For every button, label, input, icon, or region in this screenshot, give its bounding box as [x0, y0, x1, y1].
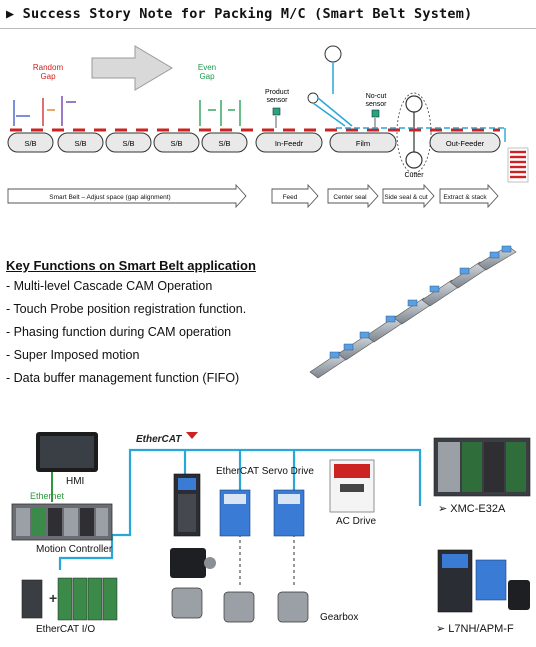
film-roll-icon: [324, 45, 342, 63]
stage-label-2: Feed: [283, 194, 298, 201]
svg-text:S/B: S/B: [74, 139, 86, 148]
svg-text:Gap: Gap: [40, 72, 56, 81]
sb-belt-5: S/B: [201, 132, 248, 153]
servo-drive-label: EtherCAT Servo Drive: [216, 466, 314, 477]
nocut-sensor-icon: [371, 109, 380, 118]
page-title: ▶ Success Story Note for Packing M/C (Sm…: [6, 6, 473, 22]
sb-belt-4: S/B: [153, 132, 200, 153]
hmi-icon: [36, 432, 98, 472]
smart-belt-illustration: [309, 245, 517, 379]
even-gap-arrows: [199, 100, 241, 126]
gearbox-icon: [171, 587, 309, 623]
even-gap-label: Even: [198, 63, 216, 72]
svg-text:S/B: S/B: [218, 139, 230, 148]
flow-arrow-icon: [91, 45, 173, 91]
product-label-xmc: ➢ XMC-E32A: [438, 503, 506, 515]
motion-controller-label: Motion Controller: [36, 544, 113, 555]
infeeder-belt: In-Feedr: [255, 132, 323, 153]
motor-cables: [185, 534, 295, 588]
ac-drive-label: AC Drive: [336, 516, 377, 527]
cutter-zone: [396, 92, 432, 174]
product-sensor-label: Product: [265, 89, 289, 96]
belt-segments: S/B S/B S/B S/B S/B In-Feedr Film Out-F: [7, 132, 501, 153]
stage-label-3: Center seal: [333, 194, 367, 201]
ac-drive-icon: [329, 459, 375, 513]
product-sensor-icon: [272, 107, 281, 116]
product-packages: [329, 245, 512, 359]
sb-belt-2: S/B: [57, 132, 104, 153]
ethercat-cable: [58, 448, 422, 570]
stage-label-5: Extract & stack: [443, 194, 487, 201]
stage-label-4: Side seal & cut: [384, 194, 428, 201]
title-divider: [0, 28, 536, 29]
product-label-l7nh: ➢ L7NH/APM-F: [436, 623, 514, 635]
svg-text:sensor: sensor: [266, 97, 288, 104]
l7nh-apm-f-image: [437, 549, 530, 613]
sb-belt-3: S/B: [105, 132, 152, 153]
nocut-sensor-label: No-cut: [366, 93, 387, 100]
stage-label-1: Smart Belt – Adjust space (gap alignment…: [49, 194, 170, 201]
xmc-e32a-image: [433, 437, 531, 497]
svg-text:S/B: S/B: [170, 139, 182, 148]
svg-text:Out-Feeder: Out-Feeder: [446, 139, 485, 148]
key-function-item: - Phasing function during CAM operation: [6, 325, 232, 339]
svg-text:Film: Film: [356, 139, 370, 148]
system-architecture-diagram: EtherCAT +: [11, 432, 531, 623]
gearbox-label: Gearbox: [320, 612, 359, 623]
servo-drive-large-icon: [173, 473, 201, 537]
motion-controller-icon: [11, 503, 113, 541]
key-function-item: - Super Imposed motion: [6, 348, 140, 362]
svg-text:S/B: S/B: [24, 139, 36, 148]
servo-drive-icon: [219, 489, 305, 537]
svg-text:sensor: sensor: [365, 101, 387, 108]
belt-modules: [309, 245, 517, 379]
key-function-item: - Touch Probe position registration func…: [6, 302, 247, 316]
svg-text:S/B: S/B: [122, 139, 134, 148]
ethercat-logo: EtherCAT: [136, 434, 182, 445]
key-functions-heading: Key Functions on Smart Belt application: [6, 258, 256, 273]
stage-arrows: [7, 183, 499, 209]
ethercat-io-icon: +: [21, 577, 118, 621]
ethercat-logo-icon: [186, 432, 198, 439]
sb-belt-1: S/B: [7, 132, 54, 153]
film-belt: Film: [329, 132, 397, 153]
svg-text:In-Feedr: In-Feedr: [275, 139, 304, 148]
key-function-item: - Data buffer management function (FIFO): [6, 371, 240, 385]
svg-text:Gap: Gap: [199, 72, 215, 81]
servo-motor-large-icon: [170, 548, 216, 578]
random-gap-label: Random: [33, 63, 64, 72]
key-function-item: - Multi-level Cascade CAM Operation: [6, 279, 213, 293]
random-gap-arrows: [13, 96, 76, 126]
outfeeder-belt: Out-Feeder: [429, 132, 501, 153]
svg-text:+: +: [49, 590, 57, 606]
ethernet-label: Ethernet: [30, 491, 65, 501]
cutter-label: Cutter: [404, 172, 424, 179]
ethercat-io-label: EtherCAT I/O: [36, 624, 96, 635]
hmi-label: HMI: [66, 476, 85, 487]
stacker-icon: [507, 147, 529, 183]
packing-machine-diagram: Random Gap Even Gap Product sensor No-cu…: [7, 45, 529, 209]
